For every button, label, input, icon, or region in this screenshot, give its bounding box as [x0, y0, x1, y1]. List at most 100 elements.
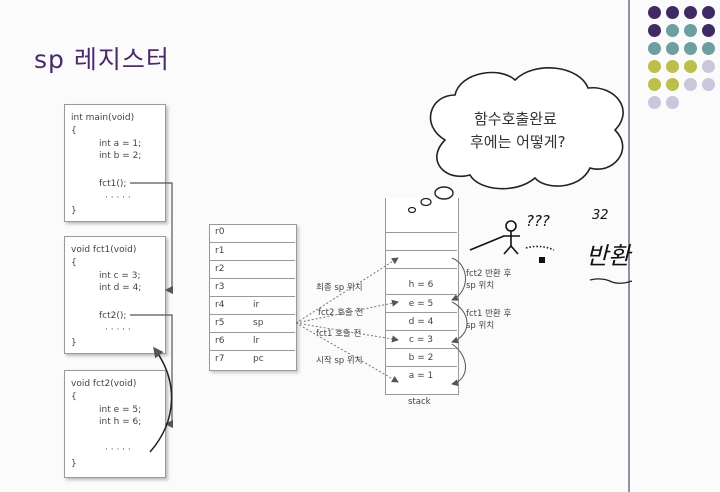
register-name: r6 — [215, 336, 225, 346]
code-line: void fct1(void) — [71, 245, 137, 255]
scribble-underline — [589, 278, 633, 284]
return-label-fct1: fct1 반환 후 sp 위치 — [466, 308, 511, 332]
decorative-dot — [666, 78, 679, 91]
return-arc-fct2 — [451, 257, 466, 301]
stack-cell: e = 5 — [385, 294, 457, 313]
register-name: r4 — [215, 300, 225, 310]
code-line: } — [71, 206, 77, 216]
decorative-dot — [648, 60, 661, 73]
return-label-line: fct2 반환 후 — [466, 269, 512, 279]
code-line: · · · · · — [105, 445, 131, 455]
code-line: fct2(); — [99, 311, 127, 321]
code-line: int a = 1; — [99, 139, 142, 149]
code-line: · · · · · — [105, 325, 131, 335]
code-box-main: int main(void) { int a = 1; int b = 2; f… — [64, 104, 166, 222]
stack-label: stack — [408, 397, 431, 407]
cloud-text-line1: 함수호출완료 — [474, 110, 557, 128]
register-name: r1 — [215, 246, 225, 256]
code-line: fct1(); — [99, 179, 127, 189]
code-line: int h = 6; — [99, 417, 142, 427]
code-line: · · · · · — [105, 193, 131, 203]
decorative-dot — [648, 6, 661, 19]
register-row: r3 — [209, 278, 295, 296]
register-alias: ir — [253, 300, 260, 310]
code-line: int e = 5; — [99, 405, 142, 415]
return-arc-fct1 — [451, 301, 468, 344]
register-row: r2 — [209, 260, 295, 278]
register-name: r5 — [215, 318, 225, 328]
cursor-marker — [539, 257, 545, 263]
register-row: r5 sp — [209, 314, 295, 332]
return-label-fct2: fct2 반환 후 sp 위치 — [466, 268, 511, 292]
decorative-dot — [702, 6, 715, 19]
sp-label-before-fct1: fct1 호출 전 — [316, 329, 362, 339]
decorative-dot — [666, 6, 679, 19]
stack-cell: a = 1 — [385, 366, 457, 385]
decorative-dot — [648, 78, 661, 91]
sp-arrow-before-fct2 — [295, 299, 399, 324]
register-row: r7 pc — [209, 350, 295, 368]
register-name: r7 — [215, 354, 225, 364]
code-line: int c = 3; — [99, 271, 141, 281]
stack-cell — [385, 232, 457, 251]
decorative-dot — [666, 24, 679, 37]
decorative-dot — [648, 96, 661, 109]
code-line: { — [71, 258, 77, 268]
code-line: } — [71, 459, 77, 469]
register-name: r0 — [215, 227, 225, 237]
stick-figure-doodle — [469, 220, 555, 255]
stack-cell: h = 6 — [408, 280, 434, 290]
call-arrow-fct1 — [130, 182, 174, 295]
thought-bubble — [434, 186, 454, 200]
decorative-dot — [684, 60, 697, 73]
code-line: { — [71, 126, 77, 136]
call-arrow-fct2 — [130, 314, 174, 429]
code-line: void fct2(void) — [71, 379, 137, 389]
code-box-fct1: void fct1(void) { int c = 3; int d = 4; … — [64, 236, 166, 354]
decorative-dot — [684, 78, 697, 91]
handwritten-arrow — [149, 346, 173, 453]
thought-bubble — [420, 197, 432, 207]
decorative-dot — [648, 42, 661, 55]
register-alias: sp — [253, 318, 264, 328]
return-arc-main — [451, 343, 466, 387]
stack-box — [385, 198, 459, 395]
cloud-text-line2: 후에는 어떻게? — [470, 133, 566, 151]
sp-label-final: 최종 sp 위치 — [316, 283, 363, 293]
sp-arrow-start — [295, 322, 399, 383]
register-name: r3 — [215, 282, 225, 292]
handwritten-number: 32 — [592, 208, 609, 223]
code-line: int b = 2; — [99, 151, 142, 161]
thought-cloud — [429, 67, 624, 190]
code-line: } — [71, 338, 77, 348]
handwritten-word: 반환 — [586, 242, 631, 270]
return-label-line: sp 위치 — [466, 281, 495, 291]
decorative-dot — [702, 60, 715, 73]
decorative-dot — [702, 24, 715, 37]
stack-cell — [385, 268, 457, 287]
code-line: int d = 4; — [99, 283, 142, 293]
sp-label-before-fct2: fct2 호출 전 — [318, 308, 364, 318]
decorative-dot — [666, 96, 679, 109]
register-row: r0 — [209, 224, 295, 241]
decorative-dot — [684, 6, 697, 19]
register-row: r4 ir — [209, 296, 295, 314]
code-line: int main(void) — [71, 113, 135, 123]
sp-label-start: 시작 sp 위치 — [316, 356, 363, 366]
register-table — [209, 224, 297, 371]
register-alias: pc — [253, 354, 264, 364]
slide-title: sp 레지스터 — [34, 45, 170, 74]
sp-arrow-final — [295, 257, 399, 324]
decorative-dot — [684, 24, 697, 37]
decorative-dot — [648, 24, 661, 37]
slide-divider-line — [628, 0, 630, 492]
decorative-dot — [702, 78, 715, 91]
decorative-dot — [666, 60, 679, 73]
handwritten-question-marks: ??? — [526, 212, 550, 230]
stack-cell: c = 3 — [385, 330, 457, 349]
stack-cell: d = 4 — [385, 312, 457, 331]
thought-bubble — [407, 206, 417, 214]
register-name: r2 — [215, 264, 225, 274]
